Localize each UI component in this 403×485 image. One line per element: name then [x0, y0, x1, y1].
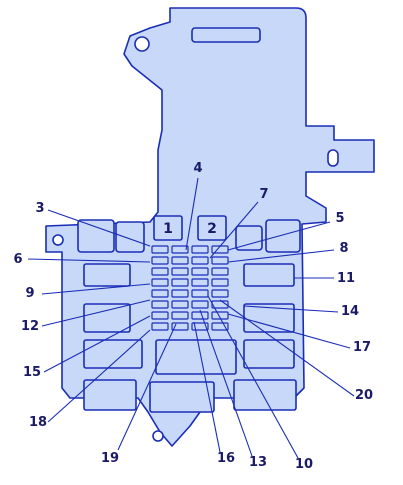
leader-line	[185, 177, 199, 251]
callout-6: 6	[13, 252, 22, 267]
connector-17	[243, 339, 295, 369]
fuse-slot	[191, 311, 209, 320]
callout-3: 3	[35, 201, 44, 216]
connector-18	[83, 379, 137, 411]
relay-socket-8	[235, 225, 263, 251]
fuse-slot	[191, 256, 209, 265]
fuse-slot	[211, 278, 229, 287]
callout-8: 8	[339, 241, 348, 256]
connector-13	[155, 339, 237, 375]
fuse-slot	[151, 289, 169, 298]
callout-20: 20	[355, 388, 373, 403]
connector-11	[243, 263, 295, 287]
fuse-slot	[211, 256, 229, 265]
leader-line	[219, 299, 355, 397]
connector-9	[83, 263, 131, 287]
leader-line	[193, 321, 221, 453]
connector-16	[149, 381, 215, 413]
connector-20	[233, 379, 297, 411]
fuse-slot	[151, 300, 169, 309]
callout-10: 10	[295, 457, 313, 472]
leader-line	[47, 329, 151, 423]
fuse-slot	[151, 278, 169, 287]
fuse-slot	[191, 322, 209, 331]
fuse-slot	[191, 300, 209, 309]
fuse-slot	[151, 256, 169, 265]
fuse-slot	[211, 322, 229, 331]
leader-line	[27, 258, 151, 263]
connector-15	[83, 339, 143, 369]
relay-1-box	[153, 215, 183, 241]
leader-line	[207, 295, 299, 459]
relay-socket-6	[115, 221, 145, 253]
fuse-slot	[211, 289, 229, 298]
fuse-slot	[151, 311, 169, 320]
callout-15: 15	[23, 365, 41, 380]
callout-18: 18	[29, 415, 47, 430]
leader-line	[41, 283, 151, 295]
fuse-grid	[151, 245, 229, 331]
relay-socket-3	[77, 219, 115, 253]
fuse-slot	[191, 278, 209, 287]
leader-lines	[27, 177, 355, 459]
fuse-slot	[211, 267, 229, 276]
relay-2-box	[197, 215, 227, 241]
callout-19: 19	[101, 451, 119, 466]
leader-line	[199, 309, 253, 457]
leader-line	[227, 249, 335, 263]
fuse-slot	[171, 256, 189, 265]
leader-line	[227, 221, 331, 251]
callout-17: 17	[353, 340, 371, 355]
fuse-slot	[191, 267, 209, 276]
fuse-slot	[171, 311, 189, 320]
mount-hole-top	[134, 36, 150, 52]
leader-line	[209, 201, 259, 259]
leader-line	[43, 315, 151, 373]
callout-11: 11	[337, 271, 355, 286]
fuse-slot	[171, 300, 189, 309]
relay-1-label: 1	[163, 221, 173, 237]
mount-hole-bottom	[152, 430, 164, 442]
callout-5: 5	[335, 211, 344, 226]
mount-hole-left	[52, 234, 64, 246]
callout-14: 14	[341, 304, 359, 319]
fuse-slot	[191, 289, 209, 298]
callout-13: 13	[249, 455, 267, 470]
leader-line	[47, 209, 151, 247]
callout-16: 16	[217, 451, 235, 466]
relay-2-label: 2	[207, 221, 217, 237]
mount-hole-right	[327, 149, 339, 167]
fuse-slot	[151, 322, 169, 331]
fuse-slot	[151, 245, 169, 254]
fuse-slot	[171, 278, 189, 287]
callout-7: 7	[259, 187, 268, 202]
relay-socket-5	[265, 219, 301, 253]
fuse-slot	[151, 267, 169, 276]
callout-4: 4	[193, 161, 202, 176]
fuse-slot	[171, 267, 189, 276]
fuse-slot	[211, 311, 229, 320]
callout-12: 12	[21, 319, 39, 334]
fuse-slot	[171, 289, 189, 298]
leader-line	[117, 323, 177, 451]
leader-line	[243, 305, 339, 313]
fuse-slot	[191, 245, 209, 254]
callout-9: 9	[25, 286, 34, 301]
connector-12	[83, 303, 131, 333]
top-connector	[191, 27, 261, 43]
fuse-slot	[171, 245, 189, 254]
leader-line	[41, 299, 151, 327]
